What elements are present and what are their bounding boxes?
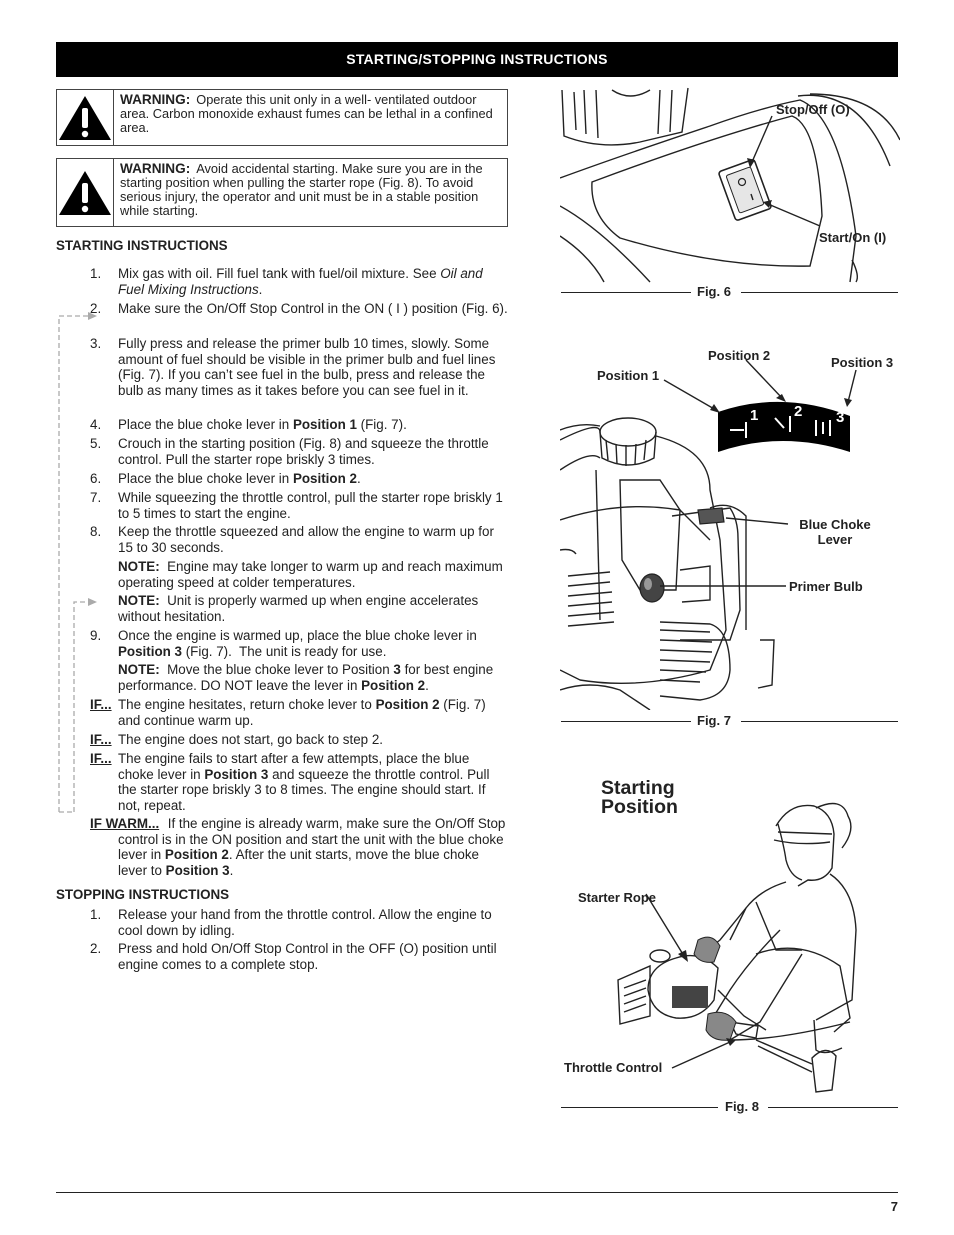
position-1-label: Position 1 [597, 368, 660, 383]
fig6-switch-illustration [560, 87, 900, 283]
fig7-engine-illustration: 1 2 3 [560, 359, 857, 710]
fig7-rule-right [741, 721, 898, 722]
fig6-rule-right [741, 292, 898, 293]
throttle-control-label: Throttle Control [564, 1060, 663, 1075]
section-header: STARTING/STOPPING INSTRUCTIONS [56, 42, 898, 77]
note-cold-temps: NOTE: Engine may take longer to warm up … [118, 559, 503, 590]
loop-arrows [58, 312, 97, 813]
fig7-caption: Fig. 7 [697, 713, 731, 728]
choke-pos-3-number: 3 [836, 409, 844, 426]
stop-off-label: Stop/Off (O) [776, 102, 850, 117]
if-does-not-start: IF...The engine does not start, go back … [90, 732, 384, 747]
if-hesitates: IF...The engine hesitates, return choke … [90, 697, 486, 728]
warning-triangle-icon [57, 90, 114, 145]
choke-pos-2-number: 2 [794, 403, 802, 420]
warning-text: WARNING:Operate this unit only in a well… [120, 92, 493, 135]
primer-bulb-label: Primer Bulb [789, 579, 863, 594]
step-8: 8.Keep the throttle squeezed and allow t… [90, 524, 494, 555]
fig6-rule-left [561, 292, 691, 293]
fig8-caption: Fig. 8 [725, 1099, 759, 1114]
fig8-rule-left [561, 1107, 718, 1108]
step-9: 9.Once the engine is warmed up, place th… [90, 628, 477, 659]
if-fails: IF...The engine fails to start after a f… [90, 751, 490, 813]
stop-switch-icon [718, 159, 772, 221]
page-number: 7 [890, 1199, 898, 1214]
step-6: 6.Place the blue choke lever in Position… [90, 471, 361, 486]
blue-choke-lever-label: Blue Choke Lever [799, 517, 871, 547]
step-5: 5.Crouch in the starting position (Fig. … [90, 436, 489, 467]
warning-box-accidental-start: WARNING:Avoid accidental starting. Make … [56, 158, 508, 227]
stop-step-2: 2.Press and hold On/Off Stop Control in … [90, 941, 497, 972]
fig6-caption: Fig. 6 [697, 284, 731, 299]
footer-rule [56, 1192, 898, 1193]
start-on-label: Start/On (I) [819, 230, 887, 245]
starting-position-title: Starting Position [601, 777, 678, 818]
fig8-rule-right [768, 1107, 898, 1108]
step-7: 7.While squeezing the throttle control, … [90, 490, 503, 521]
warning-box-ventilation: WARNING:Operate this unit only in a well… [56, 89, 508, 146]
if-warm: IF WARM... If the engine is already warm… [90, 816, 506, 878]
warning-triangle-icon [57, 159, 114, 226]
note-warmed-up: NOTE: Unit is properly warmed up when en… [118, 593, 479, 624]
step-3: 3.Fully press and release the primer bul… [90, 336, 496, 398]
step-2: 2.Make sure the On/Off Stop Control in t… [90, 301, 508, 316]
starter-rope-label: Starter Rope [578, 890, 657, 905]
stop-step-1: 1.Release your hand from the throttle co… [90, 907, 492, 938]
warning-text: WARNING:Avoid accidental starting. Make … [120, 161, 483, 218]
choke-pos-1-number: 1 [750, 407, 758, 424]
starting-instructions-title: STARTING INSTRUCTIONS [56, 238, 228, 253]
position-2-label: Position 2 [708, 348, 771, 363]
note-position-3: NOTE: Move the blue choke lever to Posit… [118, 662, 494, 693]
fig7-rule-left [561, 721, 691, 722]
stopping-instructions-title: STOPPING INSTRUCTIONS [56, 887, 230, 902]
step-4: 4.Place the blue choke lever in Position… [90, 417, 407, 432]
fig8-operator-illustration [617, 802, 857, 1093]
step-1: 1.Mix gas with oil. Fill fuel tank with … [90, 266, 483, 297]
position-3-label: Position 3 [831, 355, 894, 370]
